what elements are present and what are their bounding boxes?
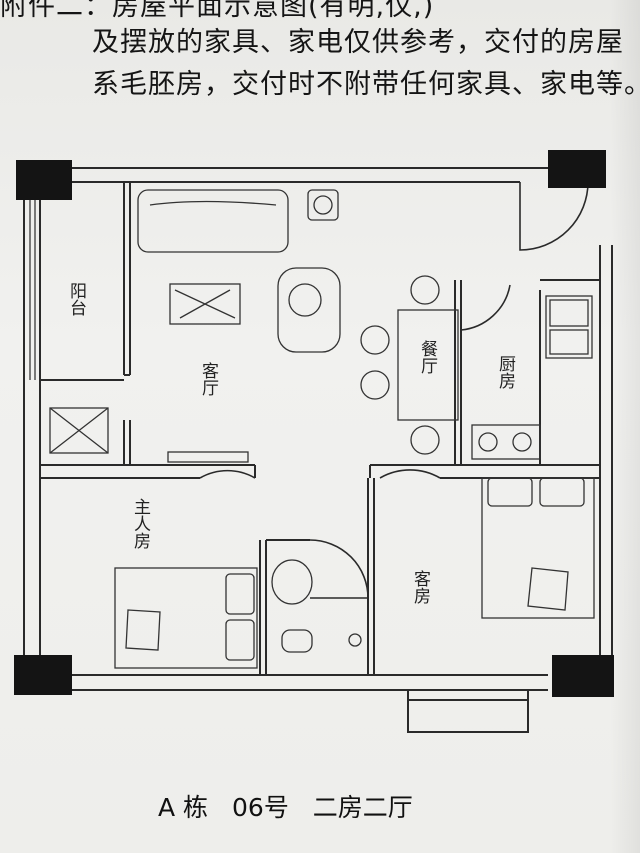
furniture: [49, 189, 595, 669]
paper-edge-shadow: [610, 0, 640, 853]
balcony-window: [29, 200, 36, 380]
columns: [14, 150, 614, 697]
room-label-kitchen: 厨房: [495, 355, 516, 390]
layout-label: 二房二厅: [312, 793, 413, 822]
notice-line-1: 附件二：房屋平面示意图(有明,仅,): [0, 0, 435, 22]
interior-walls: [40, 182, 600, 675]
notice-line-2: 及摆放的家具、家电仅供参考，交付的房屋: [92, 27, 624, 58]
notice-line-3: 系毛胚房，交付时不附带任何家具、家电等。: [92, 69, 640, 100]
room-label-master: 主人房: [130, 498, 151, 550]
room-label-balcony: 阳台: [66, 282, 86, 316]
bay-window: [407, 689, 529, 733]
door-swings: [199, 181, 589, 599]
room-label-dining: 餐厅: [417, 340, 438, 374]
room-label-guest: 客房: [410, 570, 431, 605]
building-label: A 栋: [158, 793, 209, 822]
unit-label: 06号: [232, 793, 289, 822]
floor-plan: 阳台 客厅 餐厅 厨房 主人房 客房: [14, 150, 614, 733]
plan-caption: A 栋 06号 二房二厅: [158, 788, 429, 824]
outer-walls: [23, 167, 613, 691]
room-label-living: 客厅: [198, 362, 219, 396]
